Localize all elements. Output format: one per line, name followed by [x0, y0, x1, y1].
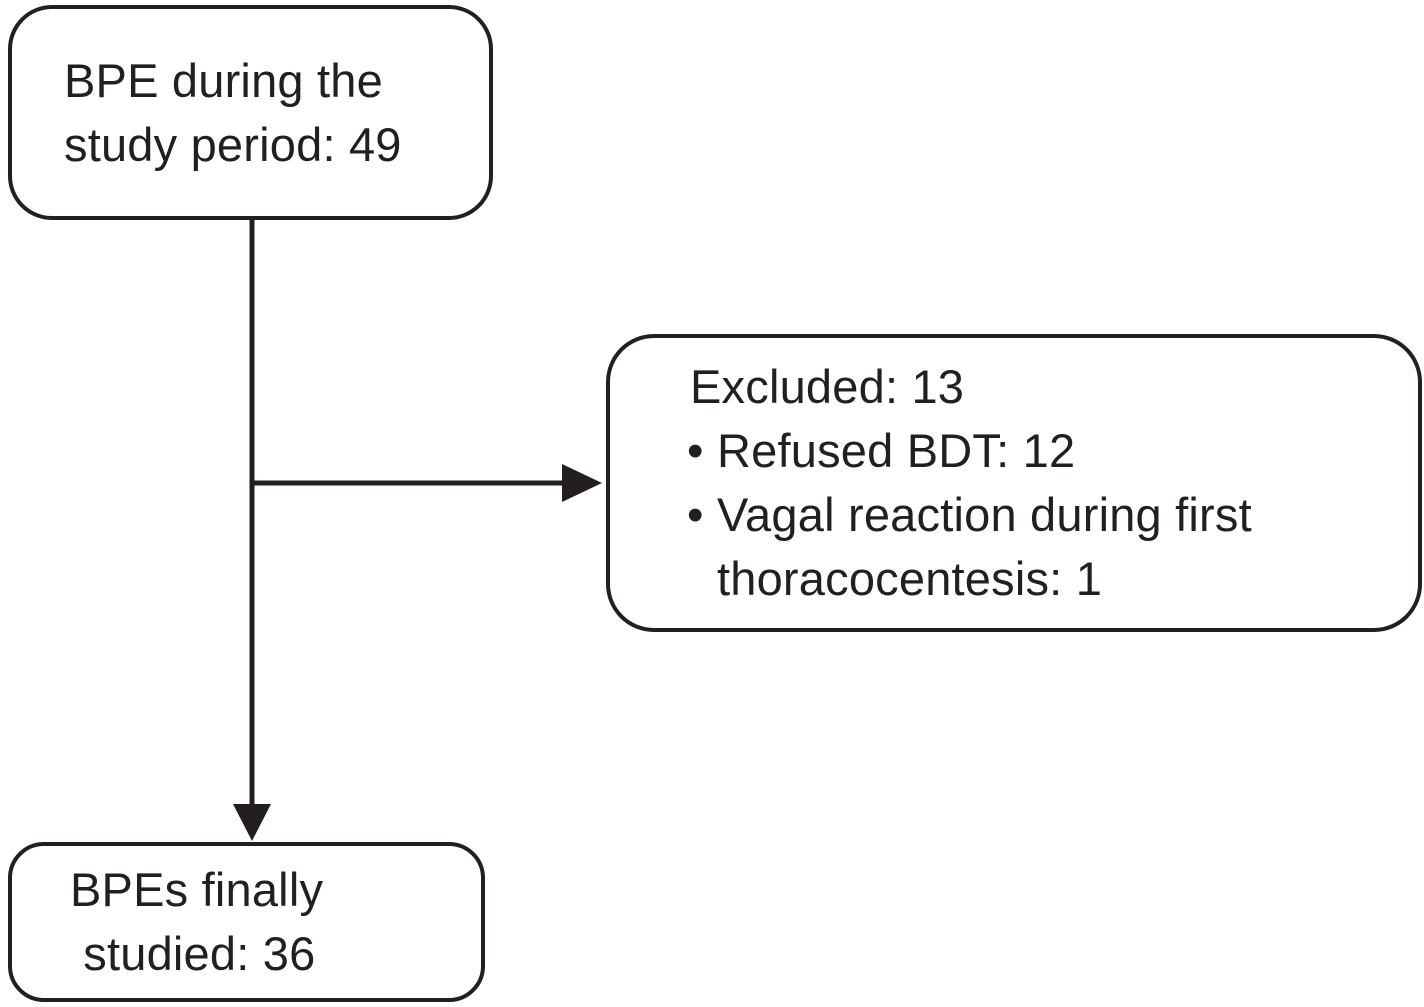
node-excluded-title: Excluded: 13	[690, 360, 965, 413]
node-bpes-finally-studied: BPEs finally studied: 36	[8, 842, 485, 1002]
excluded-bullet-refused: • Refused BDT: 12	[687, 419, 1376, 483]
arrowhead-down-icon	[233, 804, 271, 841]
excluded-bullet-vagal: • Vagal reaction during first thoracocen…	[687, 483, 1376, 611]
excluded-bullet-refused-label: Refused BDT: 12	[717, 424, 1076, 477]
node-bpe-study-period: BPE during the study period: 49	[8, 5, 493, 220]
node-bpes-finally-studied-label: BPEs finally studied: 36	[70, 863, 324, 980]
excluded-bullet-vagal-label: Vagal reaction during first thoracocente…	[717, 488, 1252, 605]
node-excluded: Excluded: 13 • Refused BDT: 12 • Vagal r…	[606, 334, 1422, 632]
arrowhead-right-icon	[562, 464, 602, 502]
bullet-icon: •	[687, 488, 704, 541]
node-bpe-study-period-label: BPE during the study period: 49	[64, 53, 402, 171]
bullet-icon: •	[687, 424, 704, 477]
